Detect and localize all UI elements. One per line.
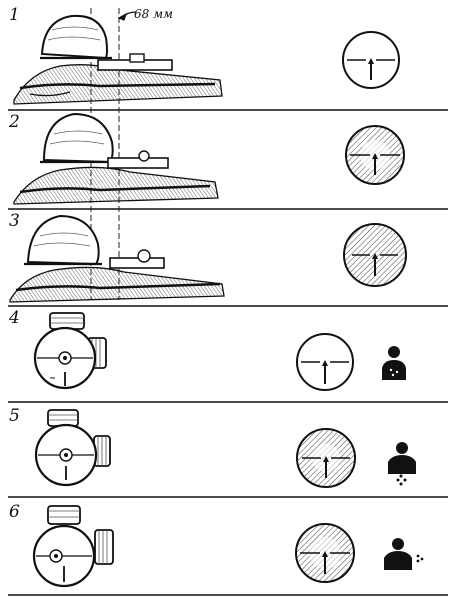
panel-separators <box>8 109 448 596</box>
dimension-arrow <box>117 11 137 21</box>
panel-number-4: 4 <box>9 308 20 328</box>
panel-number-5: 5 <box>9 406 20 426</box>
panel-number-6: 6 <box>9 502 20 522</box>
sight-view-1 <box>342 31 400 89</box>
scope-body-6 <box>32 505 114 588</box>
sight-view-3 <box>343 223 407 287</box>
target-silhouette-6 <box>384 538 424 570</box>
dimension-label: 68 мм <box>134 7 173 21</box>
scope-body-4 <box>33 312 107 390</box>
panel-number-1: 1 <box>9 5 20 25</box>
panel-number-3: 3 <box>9 211 20 231</box>
scope-body-5 <box>34 409 111 487</box>
sight-view-6 <box>295 523 355 583</box>
target-silhouette-5 <box>388 442 416 486</box>
target-silhouette-4 <box>382 346 406 380</box>
shooter-figure-3 <box>9 214 225 303</box>
sight-view-2 <box>345 125 405 185</box>
shooter-figure-1 <box>13 14 223 105</box>
shooter-figure-2 <box>13 112 219 205</box>
sight-view-5 <box>296 428 356 488</box>
panel-number-2: 2 <box>9 112 20 132</box>
sight-view-4 <box>296 333 354 391</box>
